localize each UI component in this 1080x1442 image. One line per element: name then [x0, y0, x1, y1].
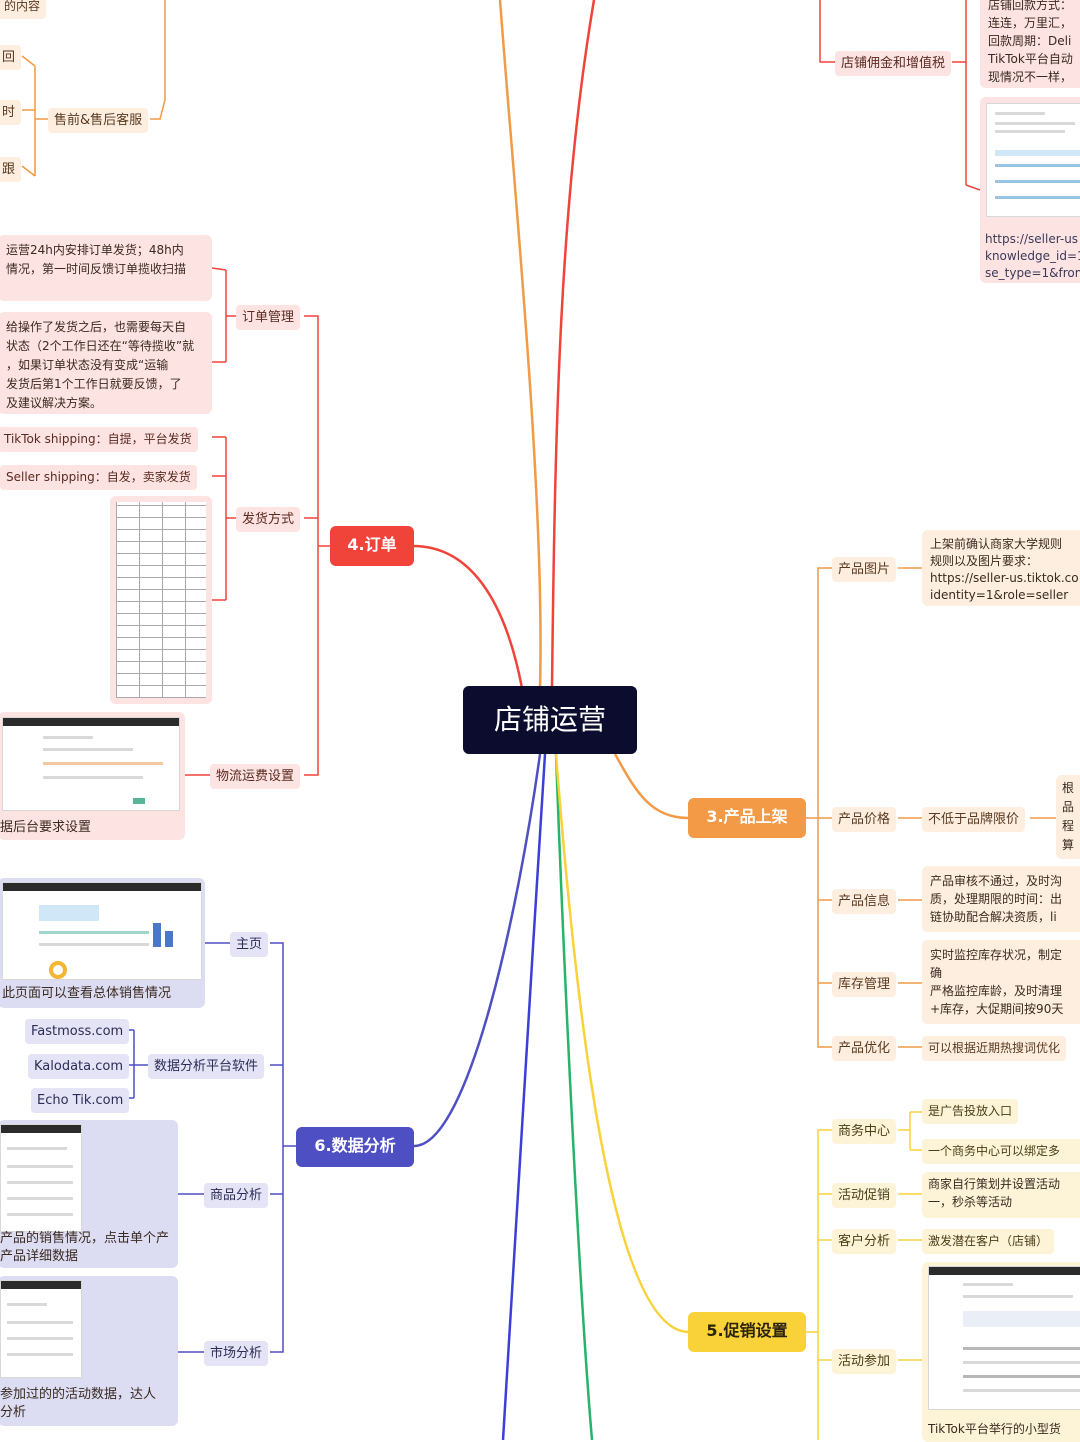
shipping-item[interactable]: TikTok shipping：自提，平台发货: [0, 427, 198, 452]
data-home-node[interactable]: 主页: [230, 932, 269, 957]
presale-item[interactable]: 跟: [0, 157, 22, 182]
logistics-note: 据后台要求设置: [0, 820, 92, 835]
promo-join-card: TikTok平台举行的小型货: [922, 1262, 1080, 1442]
data-product-node[interactable]: 商品分析: [204, 1183, 269, 1208]
order-mgmt-note: 给操作了发货之后，也需要每天自 状态（2个工作日还在“等待揽收”就 ，如果订单状…: [0, 312, 212, 414]
product-info-note: 产品审核不通过，及时沟 质，处理期限的时间：出 链协助配合解决资质，li: [922, 866, 1080, 932]
biz-center-node[interactable]: 商务中心: [832, 1119, 897, 1144]
settlement-screenshot: [986, 103, 1080, 217]
product-info-node[interactable]: 产品信息: [832, 889, 897, 914]
product-image-note: 上架前确认商家大学规则 规则以及图片要求： https://seller-us.…: [922, 530, 1080, 606]
settlement-card: https://seller-us knowledge_id=1 se_type…: [980, 97, 1080, 283]
promo-activity-node[interactable]: 活动促销: [832, 1183, 897, 1208]
shipping-node[interactable]: 发货方式: [236, 507, 301, 532]
presale-item[interactable]: 时: [0, 100, 22, 125]
shipping-item[interactable]: Seller shipping：自发，卖家发货: [0, 465, 197, 490]
stock-note: 实时监控库存状况，制定 确 严格监控库龄，及时清理 +库存，大促期间按90天: [922, 940, 1080, 1024]
data-market-screenshot: [0, 1280, 82, 1378]
data-tools-node[interactable]: 数据分析平台软件: [148, 1054, 265, 1079]
customer-node[interactable]: 客户分析: [832, 1229, 897, 1254]
branch-promo[interactable]: 5.促销设置: [688, 1312, 806, 1352]
data-market-node[interactable]: 市场分析: [204, 1341, 269, 1366]
product-optimize-value[interactable]: 可以根据近期热搜词优化: [922, 1036, 1067, 1061]
settlement-node[interactable]: 店铺佣金和增值税: [835, 51, 952, 76]
data-tool-item[interactable]: Echo Tik.com: [31, 1088, 130, 1113]
data-product-note: 产品的销售情况，点击单个产 产品详细数据: [0, 1231, 170, 1264]
biz-center-item[interactable]: 一个商务中心可以绑定多: [922, 1139, 1080, 1164]
settlement-note: 店铺回款方式： 连连，万里汇， 回款周期：Deli TikTok平台自动 现情况…: [980, 0, 1080, 88]
shipping-table-image: [116, 502, 206, 698]
product-price-value[interactable]: 不低于品牌限价: [922, 807, 1026, 832]
branch-order[interactable]: 4.订单: [330, 526, 414, 566]
biz-center-item[interactable]: 是广告投放入口: [922, 1099, 1019, 1124]
branch-data[interactable]: 6.数据分析: [296, 1127, 414, 1167]
branch-product[interactable]: 3.产品上架: [688, 798, 806, 838]
data-home-note: 此页面可以查看总体销售情况: [2, 986, 172, 1001]
order-mgmt-node[interactable]: 订单管理: [236, 305, 301, 330]
shipping-table-card: [110, 496, 212, 704]
stock-node[interactable]: 库存管理: [832, 972, 897, 997]
settlement-link[interactable]: https://seller-us knowledge_id=1 se_type…: [985, 232, 1080, 280]
logistics-node[interactable]: 物流运费设置: [210, 764, 301, 789]
promo-join-screenshot: [928, 1266, 1080, 1410]
product-image-node[interactable]: 产品图片: [832, 557, 897, 582]
data-market-note: 参加过的的活动数据，达人 分析: [0, 1387, 157, 1420]
data-product-card: 产品的销售情况，点击单个产 产品详细数据: [0, 1120, 178, 1268]
product-optimize-node[interactable]: 产品优化: [832, 1036, 897, 1061]
data-market-card: 参加过的的活动数据，达人 分析: [0, 1276, 178, 1426]
promo-activity-note: 商家自行策划并设置活动 一，秒杀等活动: [922, 1172, 1080, 1218]
presale-top-fragment: 的内容: [0, 0, 47, 19]
logistics-screenshot: [2, 717, 180, 811]
data-tool-item[interactable]: Kalodata.com: [28, 1054, 130, 1079]
customer-value[interactable]: 激发潜在客户（店铺）: [922, 1229, 1055, 1254]
data-home-screenshot: [2, 882, 202, 980]
data-product-screenshot: [0, 1124, 82, 1232]
root-node[interactable]: 店铺运营: [463, 686, 637, 754]
data-tool-item[interactable]: Fastmoss.com: [25, 1019, 130, 1044]
logistics-card: 据后台要求设置: [0, 712, 185, 840]
product-price-note: 根 品 程 算: [1056, 775, 1080, 859]
promo-join-note: TikTok平台举行的小型货: [928, 1422, 1061, 1436]
presale-item[interactable]: 回: [0, 45, 22, 70]
data-home-card: 此页面可以查看总体销售情况: [0, 878, 205, 1008]
presale-node[interactable]: 售前&售后客服: [48, 108, 149, 133]
order-mgmt-note: 运营24h内安排订单发货；48h内 情况，第一时间反馈订单揽收扫描: [0, 235, 212, 301]
product-price-node[interactable]: 产品价格: [832, 807, 897, 832]
promo-join-node[interactable]: 活动参加: [832, 1349, 897, 1374]
